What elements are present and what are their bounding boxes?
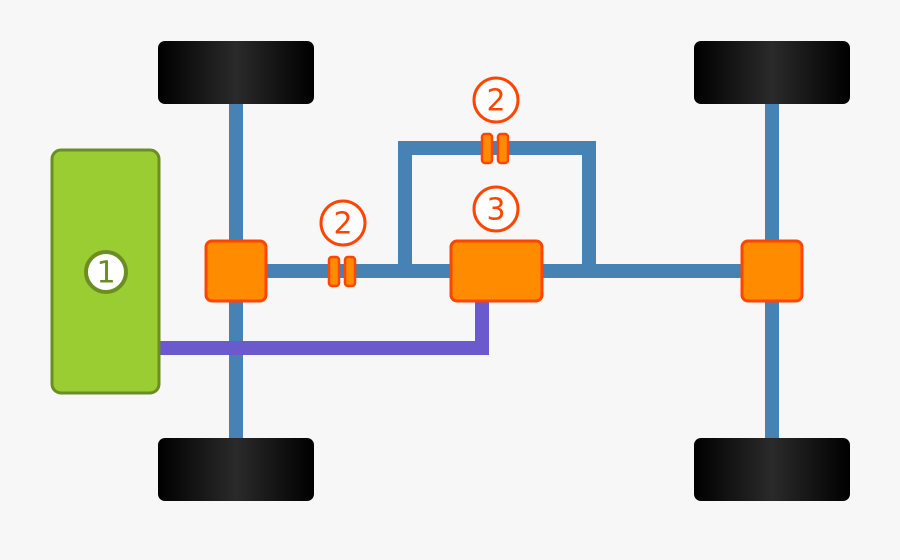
clutch-bypass-number: 2 xyxy=(486,84,505,119)
clutch-bypass-plate-left xyxy=(480,132,494,165)
rear-differential xyxy=(740,239,804,303)
wheels xyxy=(158,41,850,501)
clutch-bypass xyxy=(480,132,510,165)
wheel-front-right xyxy=(158,438,314,501)
clutch-front-badge xyxy=(319,199,367,247)
wheel-front-left xyxy=(158,41,314,104)
center-unit xyxy=(449,239,544,303)
clutch-front-plate-right xyxy=(343,255,357,288)
center-unit-badge xyxy=(472,185,520,233)
clutch-front xyxy=(327,255,357,288)
engine-number: 1 xyxy=(96,256,115,291)
engine-drive-link xyxy=(160,300,489,355)
engine-number-badge xyxy=(84,250,128,294)
wheel-rear-left xyxy=(694,41,850,104)
center-unit-number: 3 xyxy=(486,193,505,228)
clutch-front-plate-left xyxy=(327,255,341,288)
clutch-bypass-plate-right xyxy=(496,132,510,165)
wheel-rear-right xyxy=(694,438,850,501)
clutch-front-number: 2 xyxy=(333,207,352,242)
front-differential xyxy=(204,239,268,303)
clutch-bypass-badge xyxy=(472,76,520,124)
